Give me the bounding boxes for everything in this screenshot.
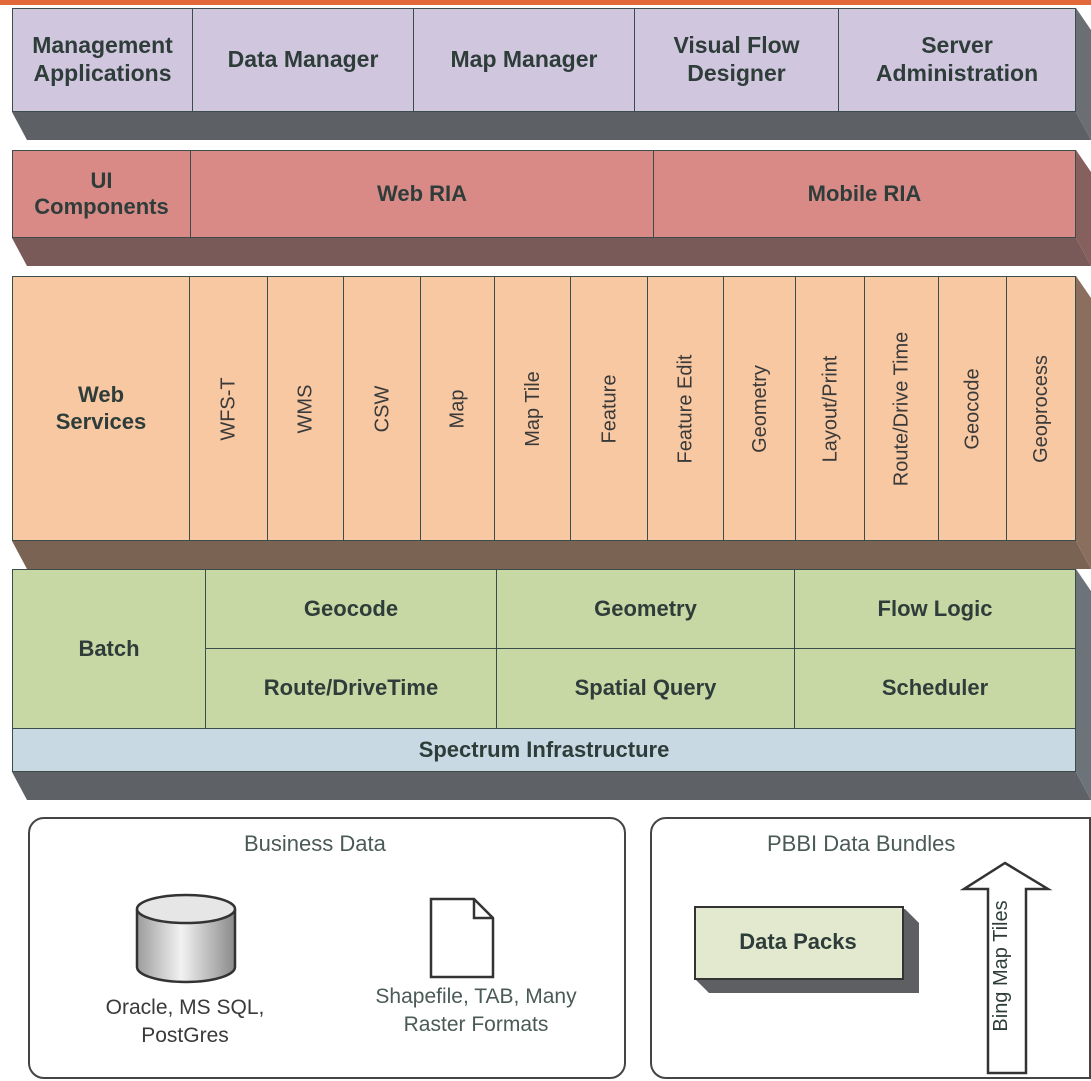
spectrum-infrastructure-label: Spectrum Infrastructure [418, 736, 670, 762]
database-caption: Oracle, MS SQL, PostGres [70, 994, 300, 1051]
ws-feature-label: Feature [598, 374, 620, 443]
ws-wfs-t: WFS-T [189, 276, 268, 541]
web-ria-box: Web RIA [190, 150, 654, 238]
ui-label-line1: UI [90, 167, 113, 193]
top-accent-line [0, 0, 1091, 5]
pbbi-data-bundles-title: PBBI Data Bundles [767, 831, 956, 856]
batch-geometry-label: Geometry [594, 595, 697, 621]
ui-components-label: UI Components [12, 150, 191, 238]
server-administration-box: Server Administration [838, 8, 1076, 112]
ws-map: Map [420, 276, 495, 541]
database-caption-line2: PostGres [141, 1024, 229, 1048]
ws-route-drive-time-label: Route/Drive Time [890, 331, 913, 486]
batch-geocode: Geocode [205, 569, 497, 649]
web-services-label: Web Services [12, 276, 190, 541]
bing-map-tiles-arrow [959, 861, 1053, 1075]
ws-route-drive-time: Route/Drive Time [864, 276, 939, 541]
database-caption-line1: Oracle, MS SQL, [105, 996, 265, 1019]
data-packs-block [694, 906, 919, 993]
data-manager-box: Data Manager [192, 8, 414, 112]
ws-geometry-label: Geometry [748, 364, 771, 453]
management-applications-label: Management Applications [12, 8, 193, 112]
ws-wfs-t-label: WFS-T [217, 376, 240, 441]
ws-feature: Feature [570, 276, 648, 541]
batch-label-text: Batch [78, 635, 140, 661]
ws-feature-edit: Feature Edit [647, 276, 724, 541]
ws-layout-print-label: Layout/Print [819, 355, 842, 462]
ws-wms-label: WMS [294, 384, 317, 433]
business-data-title: Business Data [244, 831, 386, 856]
bing-map-tiles-label: Bing Map Tiles [990, 900, 1012, 1032]
ws-map-tile: Map Tile [494, 276, 571, 541]
ws-layout-print: Layout/Print [795, 276, 865, 541]
file-caption: Shapefile, TAB, Many Raster Formats [336, 983, 616, 1040]
visual-flow-designer-line1: Visual Flow [673, 32, 800, 59]
web-services-line2: Services [55, 408, 147, 434]
visual-flow-designer-box: Visual Flow Designer [634, 8, 839, 112]
server-administration-line1: Server [921, 32, 993, 59]
web-services-line1: Web [77, 382, 125, 408]
batch-route-drivetime-label: Route/DriveTime [263, 675, 439, 701]
ws-wms: WMS [267, 276, 344, 541]
batch-flow-logic-label: Flow Logic [877, 595, 993, 621]
batch-flow-logic: Flow Logic [794, 569, 1076, 649]
database-icon [135, 893, 237, 984]
ws-geometry: Geometry [723, 276, 796, 541]
ws-geoprocess-label: Geoprocess [1030, 354, 1052, 463]
batch-scheduler-label: Scheduler [881, 675, 989, 701]
map-manager-box: Map Manager [413, 8, 635, 112]
management-label-line1: Management [32, 32, 173, 59]
business-data-panel [28, 817, 626, 1079]
ws-feature-edit-label: Feature Edit [674, 354, 697, 463]
batch-label: Batch [12, 569, 206, 729]
file-caption-line2: Raster Formats [403, 1013, 549, 1037]
ws-geocode-label: Geocode [961, 367, 984, 450]
web-ria-label: Web RIA [376, 181, 468, 206]
data-packs-label: Data Packs [739, 929, 857, 954]
ws-map-label: Map [446, 389, 469, 428]
file-icon [429, 897, 495, 979]
file-caption-line1: Shapefile, TAB, Many [375, 985, 577, 1008]
spectrum-infrastructure-bar: Spectrum Infrastructure [12, 728, 1076, 772]
batch-scheduler: Scheduler [794, 648, 1076, 729]
ws-map-tile-label: Map Tile [521, 370, 544, 447]
batch-geocode-label: Geocode [303, 595, 399, 621]
mobile-ria-label: Mobile RIA [807, 181, 922, 206]
visual-flow-designer-line2: Designer [687, 60, 786, 86]
batch-spatial-query: Spatial Query [496, 648, 795, 729]
mobile-ria-box: Mobile RIA [653, 150, 1076, 238]
map-manager-label: Map Manager [450, 46, 598, 73]
batch-route-drivetime: Route/DriveTime [205, 648, 497, 729]
ws-geoprocess: Geoprocess [1006, 276, 1076, 541]
ws-csw: CSW [343, 276, 421, 541]
batch-geometry: Geometry [496, 569, 795, 649]
batch-spatial-query-label: Spatial Query [574, 675, 717, 701]
ws-geocode: Geocode [938, 276, 1007, 541]
ws-csw-label: CSW [370, 385, 393, 432]
data-manager-label: Data Manager [227, 46, 379, 73]
management-label-line2: Applications [33, 60, 172, 86]
server-administration-line2: Administration [875, 60, 1039, 86]
ui-label-line2: Components [34, 194, 169, 219]
